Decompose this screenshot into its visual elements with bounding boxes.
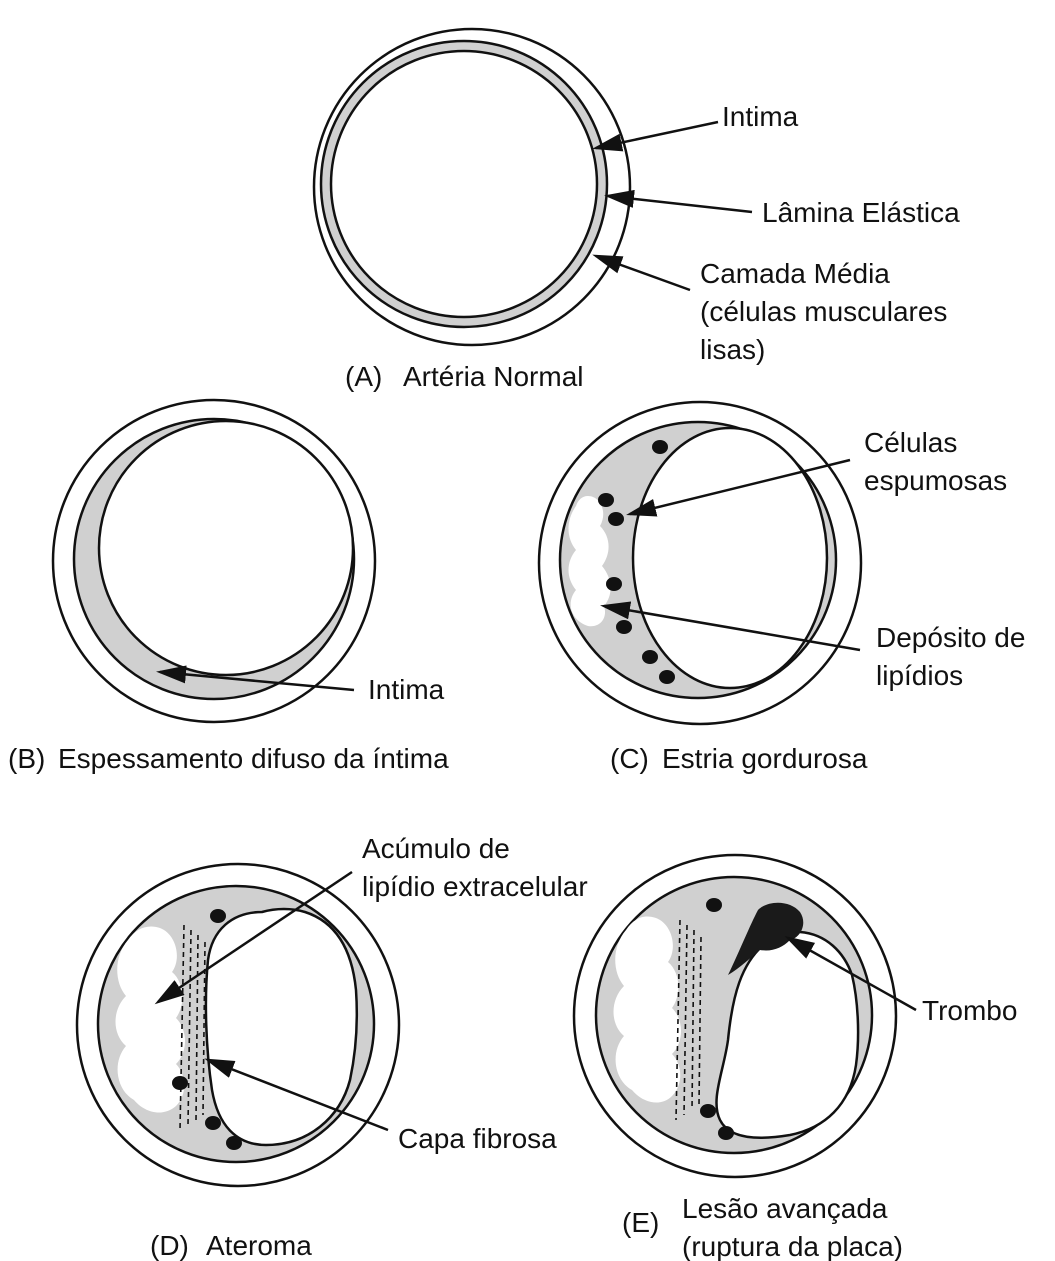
label-a-camada-line2: (células musculares xyxy=(700,296,947,327)
label-e-trombo: Trombo xyxy=(922,995,1017,1026)
label-d-capa: Capa fibrosa xyxy=(398,1123,557,1154)
lipid-core-e xyxy=(614,917,682,1103)
caption-c-text: Estria gordurosa xyxy=(662,743,868,774)
label-c-celulas-line2: espumosas xyxy=(864,465,1007,496)
label-c-celulas-line1: Células xyxy=(864,427,957,458)
artery-e-cross-section xyxy=(574,855,896,1177)
label-d-acumulo-line1: Acúmulo de xyxy=(362,833,510,864)
artery-c-cross-section xyxy=(539,402,861,724)
artery-a-cross-section xyxy=(314,29,630,345)
caption-a-letter: (A) xyxy=(345,361,382,392)
caption-b-text: Espessamento difuso da íntima xyxy=(58,743,449,774)
caption-a-text: Artéria Normal xyxy=(403,361,583,392)
label-c-deposito-line2: lipídios xyxy=(876,660,963,691)
panel-d: Acúmulo de lipídio extracelular Capa fib… xyxy=(77,833,588,1261)
label-a-camada-line3: lisas) xyxy=(700,334,765,365)
label-c-deposito-line1: Depósito de xyxy=(876,622,1025,653)
panel-a: Intima Lâmina Elástica Camada Média (cél… xyxy=(314,29,960,392)
caption-e-letter: (E) xyxy=(622,1207,659,1238)
label-a-camada-line1: Camada Média xyxy=(700,258,890,289)
label-a-intima: Intima xyxy=(722,101,799,132)
caption-b-letter: (B) xyxy=(8,743,45,774)
label-b-intima: Intima xyxy=(368,674,445,705)
arrow-a-camada xyxy=(596,256,690,290)
caption-d-text: Ateroma xyxy=(206,1230,312,1261)
panel-e: Trombo (E) Lesão avançada (ruptura da pl… xyxy=(574,855,1017,1261)
caption-d-letter: (D) xyxy=(150,1230,189,1261)
caption-c-letter: (C) xyxy=(610,743,649,774)
panel-c: Células espumosas Depósito de lipídios (… xyxy=(539,402,1025,774)
artery-b-cross-section xyxy=(53,400,375,722)
panel-b: Intima (B) Espessamento difuso da íntima xyxy=(8,400,449,774)
artery-d-cross-section xyxy=(77,864,399,1186)
label-d-acumulo-line2: lipídio extracelular xyxy=(362,871,588,902)
caption-e-text-line1: Lesão avançada xyxy=(682,1193,888,1224)
label-a-lamina: Lâmina Elástica xyxy=(762,197,960,228)
caption-e-text-line2: (ruptura da placa) xyxy=(682,1231,903,1261)
